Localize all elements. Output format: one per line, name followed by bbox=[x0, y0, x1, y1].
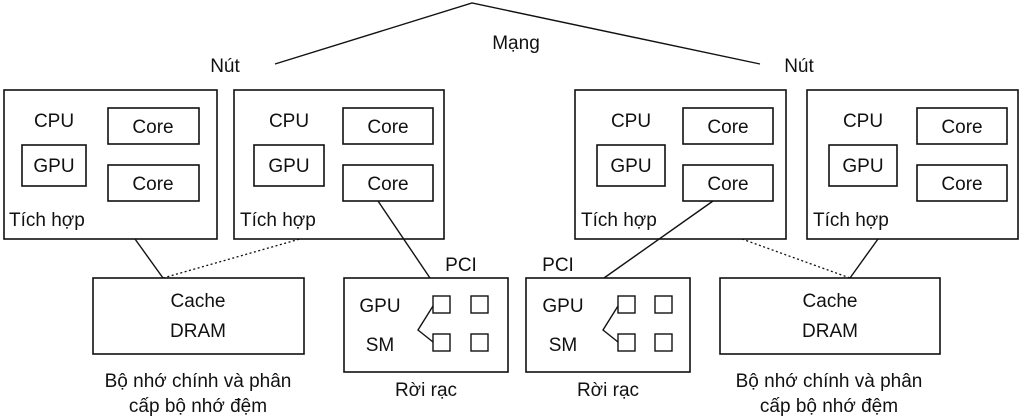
connector-line bbox=[377, 200, 431, 279]
core-box bbox=[682, 107, 774, 145]
core-label: Core bbox=[132, 174, 173, 195]
connector-line bbox=[603, 200, 714, 279]
gpu-box bbox=[828, 144, 898, 187]
discrete-caption: Rời rạc bbox=[577, 380, 639, 401]
pci-label: PCI bbox=[445, 255, 477, 276]
cpu-label: CPU bbox=[34, 111, 74, 132]
memory-caption: Bộ nhớ chính và phân bbox=[736, 371, 923, 392]
core-box bbox=[916, 164, 1008, 202]
core-label: Core bbox=[367, 117, 408, 138]
sm-label: SM bbox=[549, 335, 578, 356]
sm-bracket bbox=[417, 305, 434, 343]
sm-block bbox=[432, 295, 451, 314]
pci-label: PCI bbox=[542, 255, 574, 276]
sm-label: SM bbox=[366, 335, 395, 356]
discrete-unit-right: PCI GPU SM Rời rạc bbox=[525, 255, 691, 401]
sm-bracket bbox=[602, 305, 619, 343]
network-label: Mạng bbox=[492, 33, 540, 54]
cache-label: Cache bbox=[803, 291, 858, 312]
node-label-left: Nút bbox=[210, 56, 240, 77]
gpu-label: GPU bbox=[268, 156, 309, 177]
cpu-label: CPU bbox=[843, 111, 883, 132]
sm-block bbox=[654, 333, 673, 352]
network-link bbox=[274, 2, 761, 65]
sm-block bbox=[617, 333, 636, 352]
core-box bbox=[342, 164, 434, 202]
discrete-caption: Rời rạc bbox=[395, 380, 457, 401]
integrated-unit-3: CPU GPU Core Core Tích hợp bbox=[574, 89, 787, 240]
sm-block bbox=[470, 295, 489, 314]
discrete-unit-left: PCI GPU SM Rời rạc bbox=[343, 255, 509, 401]
memory-caption: cấp bộ nhớ đệm bbox=[760, 396, 898, 416]
sm-block bbox=[432, 333, 451, 352]
core-label: Core bbox=[707, 117, 748, 138]
memory-unit-right: Cache DRAM Bộ nhớ chính và phân cấp bộ n… bbox=[719, 277, 941, 416]
memory-unit-left: Cache DRAM Bộ nhớ chính và phân cấp bộ n… bbox=[92, 277, 305, 416]
discrete-gpu-box bbox=[525, 277, 691, 373]
integrated-caption: Tích hợp bbox=[581, 210, 657, 231]
connector-line bbox=[849, 238, 879, 279]
gpu-label: GPU bbox=[842, 156, 883, 177]
sm-block bbox=[470, 333, 489, 352]
discrete-gpu-box bbox=[343, 277, 509, 373]
core-label: Core bbox=[941, 117, 982, 138]
dram-label: DRAM bbox=[170, 321, 226, 342]
memory-caption: Bộ nhớ chính và phân bbox=[105, 371, 292, 392]
gpu-label: GPU bbox=[542, 296, 583, 317]
gpu-box bbox=[596, 144, 666, 187]
core-box bbox=[916, 107, 1008, 145]
core-box bbox=[107, 164, 200, 202]
gpu-box bbox=[21, 144, 87, 187]
node-label-right: Nút bbox=[784, 56, 814, 77]
memory-box bbox=[92, 277, 305, 355]
integrated-caption: Tích hợp bbox=[813, 210, 889, 231]
gpu-label: GPU bbox=[359, 296, 400, 317]
cpu-label: CPU bbox=[611, 111, 651, 132]
core-label: Core bbox=[367, 174, 408, 195]
connector-dotted-line bbox=[741, 238, 851, 279]
gpu-box bbox=[253, 144, 325, 187]
cpu-label: CPU bbox=[269, 111, 309, 132]
memory-box bbox=[719, 277, 941, 355]
core-box bbox=[107, 107, 200, 145]
core-label: Core bbox=[707, 174, 748, 195]
integrated-unit-1: CPU GPU Core Core Tích hợp bbox=[3, 89, 218, 240]
integrated-unit-4: CPU GPU Core Core Tích hợp bbox=[806, 89, 1019, 240]
connector-dotted-line bbox=[162, 238, 301, 279]
core-label: Core bbox=[941, 174, 982, 195]
core-box bbox=[682, 164, 774, 202]
core-label: Core bbox=[132, 117, 173, 138]
dram-label: DRAM bbox=[802, 321, 858, 342]
cache-label: Cache bbox=[171, 291, 226, 312]
sm-block bbox=[654, 295, 673, 314]
connector-line bbox=[134, 238, 164, 279]
integrated-caption: Tích hợp bbox=[240, 210, 316, 231]
integrated-unit-2: CPU GPU Core Core Tích hợp bbox=[233, 89, 445, 240]
gpu-label: GPU bbox=[33, 156, 74, 177]
gpu-label: GPU bbox=[610, 156, 651, 177]
sm-block bbox=[617, 295, 636, 314]
integrated-caption: Tích hợp bbox=[9, 210, 85, 231]
memory-caption: cấp bộ nhớ đệm bbox=[129, 396, 267, 416]
core-box bbox=[342, 107, 434, 145]
